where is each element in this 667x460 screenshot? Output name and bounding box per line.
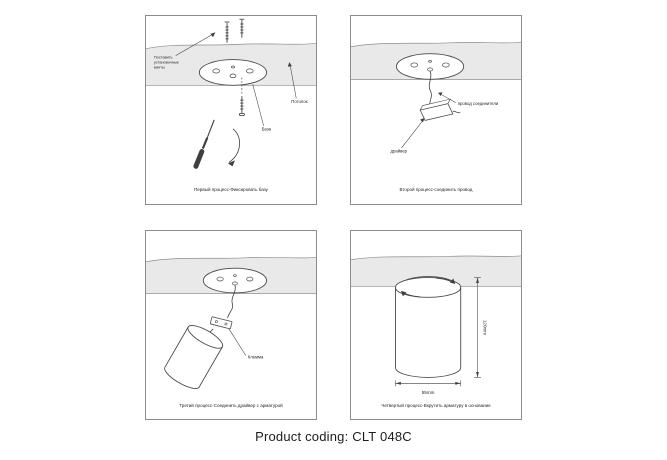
step1-caption: Первый процесс-Фиксировать базу	[194, 186, 269, 192]
mounting-base	[396, 53, 465, 80]
dimension-diameter: 55mm	[395, 380, 461, 395]
label-wire-connectors: провод соединители	[437, 92, 499, 106]
rotation-arrow-right	[435, 277, 456, 284]
terminal-label: Клемма	[248, 355, 264, 360]
height-dimension-label: 120mm	[482, 320, 487, 335]
mounting-base	[202, 267, 268, 294]
driver-label: драйвер	[391, 149, 408, 154]
step3-drawing: Клемма Третий процесс-Соединить драйвер …	[146, 256, 316, 408]
product-coding-text: Product coding: CLT 048C	[255, 429, 412, 444]
step2-drawing: провод соединители драйвер Второй процес…	[351, 41, 521, 192]
install-screws-line1: Поставить	[154, 56, 173, 60]
rotation-arrow-left	[400, 290, 421, 298]
lamp-cylinder	[164, 325, 224, 389]
wire-connectors-label: провод соединители	[458, 101, 499, 106]
wire	[428, 70, 432, 108]
label-install-screws: Поставить установочные винты	[154, 32, 216, 69]
panel-step-1: Поставить установочные винты База Потоло…	[145, 15, 317, 205]
step1-drawing: Поставить установочные винты База Потоло…	[146, 18, 316, 192]
panel-step-4: 120mm 55mm Четвертый процесс-Вкрутить ар…	[350, 230, 522, 420]
step3-caption: Третий процесс-Соединить драйвер с армат…	[179, 402, 283, 408]
screw-below-icon	[238, 77, 245, 117]
base-label: База	[262, 127, 272, 132]
install-screws-line2: установочные	[154, 61, 179, 65]
mounting-base	[198, 59, 268, 86]
label-terminal: Клемма	[228, 328, 264, 360]
rotation-arrow	[228, 128, 240, 167]
label-base: База	[252, 84, 272, 132]
terminal-block-icon	[209, 316, 233, 330]
install-screws-line3: винты	[154, 65, 165, 69]
mounting-screws-icon	[224, 18, 245, 43]
step4-caption: Четвертый процесс-Вкрутить арматуру в ос…	[381, 402, 491, 408]
step2-caption: Второй процесс-соединить провод	[400, 186, 473, 192]
panel-step-2: провод соединители драйвер Второй процес…	[350, 15, 522, 205]
lamp-cylinder	[395, 277, 462, 378]
diameter-dimension-label: 55mm	[422, 390, 435, 395]
screwdriver-icon	[193, 119, 215, 169]
label-driver: драйвер	[391, 117, 425, 154]
step4-drawing: 120mm 55mm Четвертый процесс-Вкрутить ар…	[351, 255, 521, 408]
label-ceiling: Потолок	[287, 62, 308, 104]
ceiling-label: Потолок	[291, 99, 307, 104]
wire	[227, 284, 236, 319]
dimension-height: 120mm	[474, 277, 487, 378]
panel-step-3: Клемма Третий процесс-Соединить драйвер …	[145, 230, 317, 420]
driver-box-icon	[419, 98, 461, 121]
